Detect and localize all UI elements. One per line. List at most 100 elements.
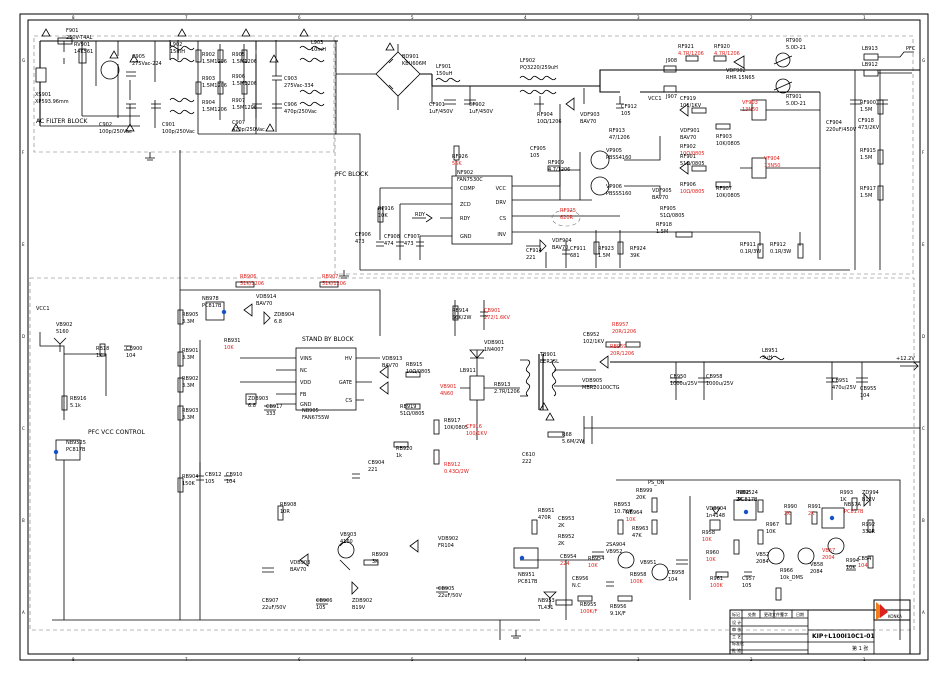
label-nb905-ref: NB905 [302, 408, 319, 414]
vb901-mosfet [469, 375, 485, 401]
label-cb958b-value: 104 [668, 577, 678, 583]
label-rf909-ref: RF909 [548, 160, 564, 166]
label-vdf905-value: BAV70 [652, 195, 668, 201]
ic-pin-nc: NC [300, 368, 308, 374]
label-cb910-ref: CB910 [226, 472, 242, 478]
label-lb913-ref: LB913 [862, 46, 878, 52]
label-rb901-ref: RB901 [182, 348, 198, 354]
title-row-label: 签字 [780, 611, 788, 617]
label-rf923-ref: RF923 [598, 246, 614, 252]
pfc-driver [339, 88, 820, 279]
rt900-thermistor [775, 52, 791, 68]
label-f901-ref: F901 [66, 28, 78, 34]
label-rf900-ref: RF900 [860, 100, 876, 106]
label-r966-value: 10k_DMS [780, 575, 803, 581]
label-l902-value: 15mH [170, 49, 185, 55]
label-cb910-value: 104 [226, 479, 236, 485]
zdb903-zener [245, 393, 257, 405]
label-cf901-ref: CF901 [429, 102, 445, 108]
label-cb958-value: 1000u/25V [706, 381, 734, 387]
label-r962-ref: R962 [736, 490, 749, 496]
opto-marker [829, 515, 835, 521]
rv901-varistor [78, 48, 87, 64]
label-vf903-value: 13N50 [742, 107, 758, 113]
label-rb952-value: 2K [558, 541, 565, 547]
label-lb911-ref: LB911 [460, 368, 476, 374]
frame-row-marker: A [22, 610, 25, 615]
label-cb907-ref: CB907 [262, 598, 278, 604]
label-nb978-value: PC817B [202, 303, 222, 309]
label-rb18-ref: RB18 [96, 346, 109, 352]
label-f901-value: 250V-T4AL [66, 35, 93, 41]
label-r990-ref: R990 [784, 504, 797, 510]
opto-marker [53, 449, 59, 455]
label-rb914-ref: RB914 [452, 308, 468, 314]
label-rf905-value: 51Ω/0805 [660, 213, 685, 219]
frame-col-marker: 7 [185, 15, 188, 20]
outer-frame [19, 13, 929, 661]
label-nb953-value: TL431 [537, 605, 553, 611]
konka-logo: KONKA [888, 614, 902, 619]
label-rb904-ref: RB904 [182, 474, 198, 480]
vb52-transistor [767, 547, 785, 565]
rf925-marker [551, 209, 581, 227]
label-l903-ref: L903 [311, 40, 323, 46]
label-rb912-value: 0.43Ω/2W [444, 469, 469, 475]
label-vb903-ref: VB903 [340, 532, 356, 538]
label-c906-ref: C906 [284, 102, 297, 108]
label-cf911-value: 681 [570, 253, 580, 259]
label-rt901-value: 5.0D-21 [786, 101, 806, 107]
label-r906-ref: R906 [232, 74, 245, 80]
label-nb57a-value: PC817B [844, 509, 864, 515]
label-c901-ref: C901 [162, 122, 175, 128]
label-cf911-ref: CF911 [570, 246, 586, 252]
label-cf919-value: 101/1KV [680, 103, 702, 109]
label-vcc_pfc-ref: VCC1 [648, 96, 662, 102]
label-rf912-value: 0.1R/3W [770, 249, 791, 255]
label-cf902-value: 1uF/450V [469, 109, 493, 115]
label-vp906-ref: VP906 [606, 184, 622, 190]
label-rdy-ref: RDY [415, 212, 426, 218]
label-nb951-value: PC817B [518, 579, 538, 585]
frame-row-marker: E [922, 242, 925, 247]
nf902-ic-body [451, 175, 513, 245]
frame-row-marker: G [922, 58, 925, 63]
label-nb978-ref: NB978 [202, 296, 219, 302]
title-row-label: 标准化 [732, 640, 744, 646]
label-cf904-value: 220uF/450V [826, 127, 857, 133]
label-rb931-ref: RB931 [224, 338, 240, 344]
label-rf921-ref: RF921 [678, 44, 694, 50]
label-rb999-value: 20K [636, 495, 646, 501]
standby-block-label: STAND BY BLOCK [302, 336, 355, 343]
label-rf921-value: 4.7R/1206 [678, 51, 704, 57]
bridge-rectifier [336, 44, 432, 110]
label-rb18-value: 1K [96, 353, 103, 359]
label-vdb914-ref: VDB914 [256, 294, 276, 300]
label-nb57a-ref: NB57A [844, 502, 862, 508]
label-rf925-value: 620R [560, 215, 574, 221]
label-rv901-ref: RV901 [74, 42, 90, 48]
label-c905-value: 275Vac-224 [132, 61, 162, 67]
title-row-label: 处数 [748, 611, 756, 617]
label-cf901-value: 1uF/450V [429, 109, 453, 115]
label-cf905-ref: CF905 [530, 146, 546, 152]
warning-triangle [41, 28, 51, 37]
label-c957-ref: C957 [742, 576, 755, 582]
label-rb954-ref: RB954 [588, 556, 604, 562]
label-rb908-value: 10R [280, 509, 290, 515]
label-nb905-value: FAN6755W [302, 415, 329, 421]
ic-pin-fb: FB [300, 392, 307, 398]
label-rb953-ref: RB953 [614, 502, 630, 508]
label-vdb903-value: BAV70 [290, 567, 306, 573]
label-zdb902-value: B19V [352, 605, 366, 611]
label-cf906-value: 473 [355, 239, 365, 245]
label-rb905-value: 3.3M [182, 319, 194, 325]
label-r994-value: 10K [846, 565, 856, 571]
ic-pin-hv: HV [345, 356, 353, 362]
label-rb914-value: 56K/2W [452, 315, 472, 321]
vb57-transistor [827, 537, 845, 555]
label-r992-ref: R992 [862, 522, 875, 528]
label-r967-value: 10K [766, 529, 776, 535]
label-cb954-ref: CB954 [560, 554, 576, 560]
component-labels: F901250V-T4ALRV90114K561XS901XP593.96mmL… [35, 28, 916, 653]
